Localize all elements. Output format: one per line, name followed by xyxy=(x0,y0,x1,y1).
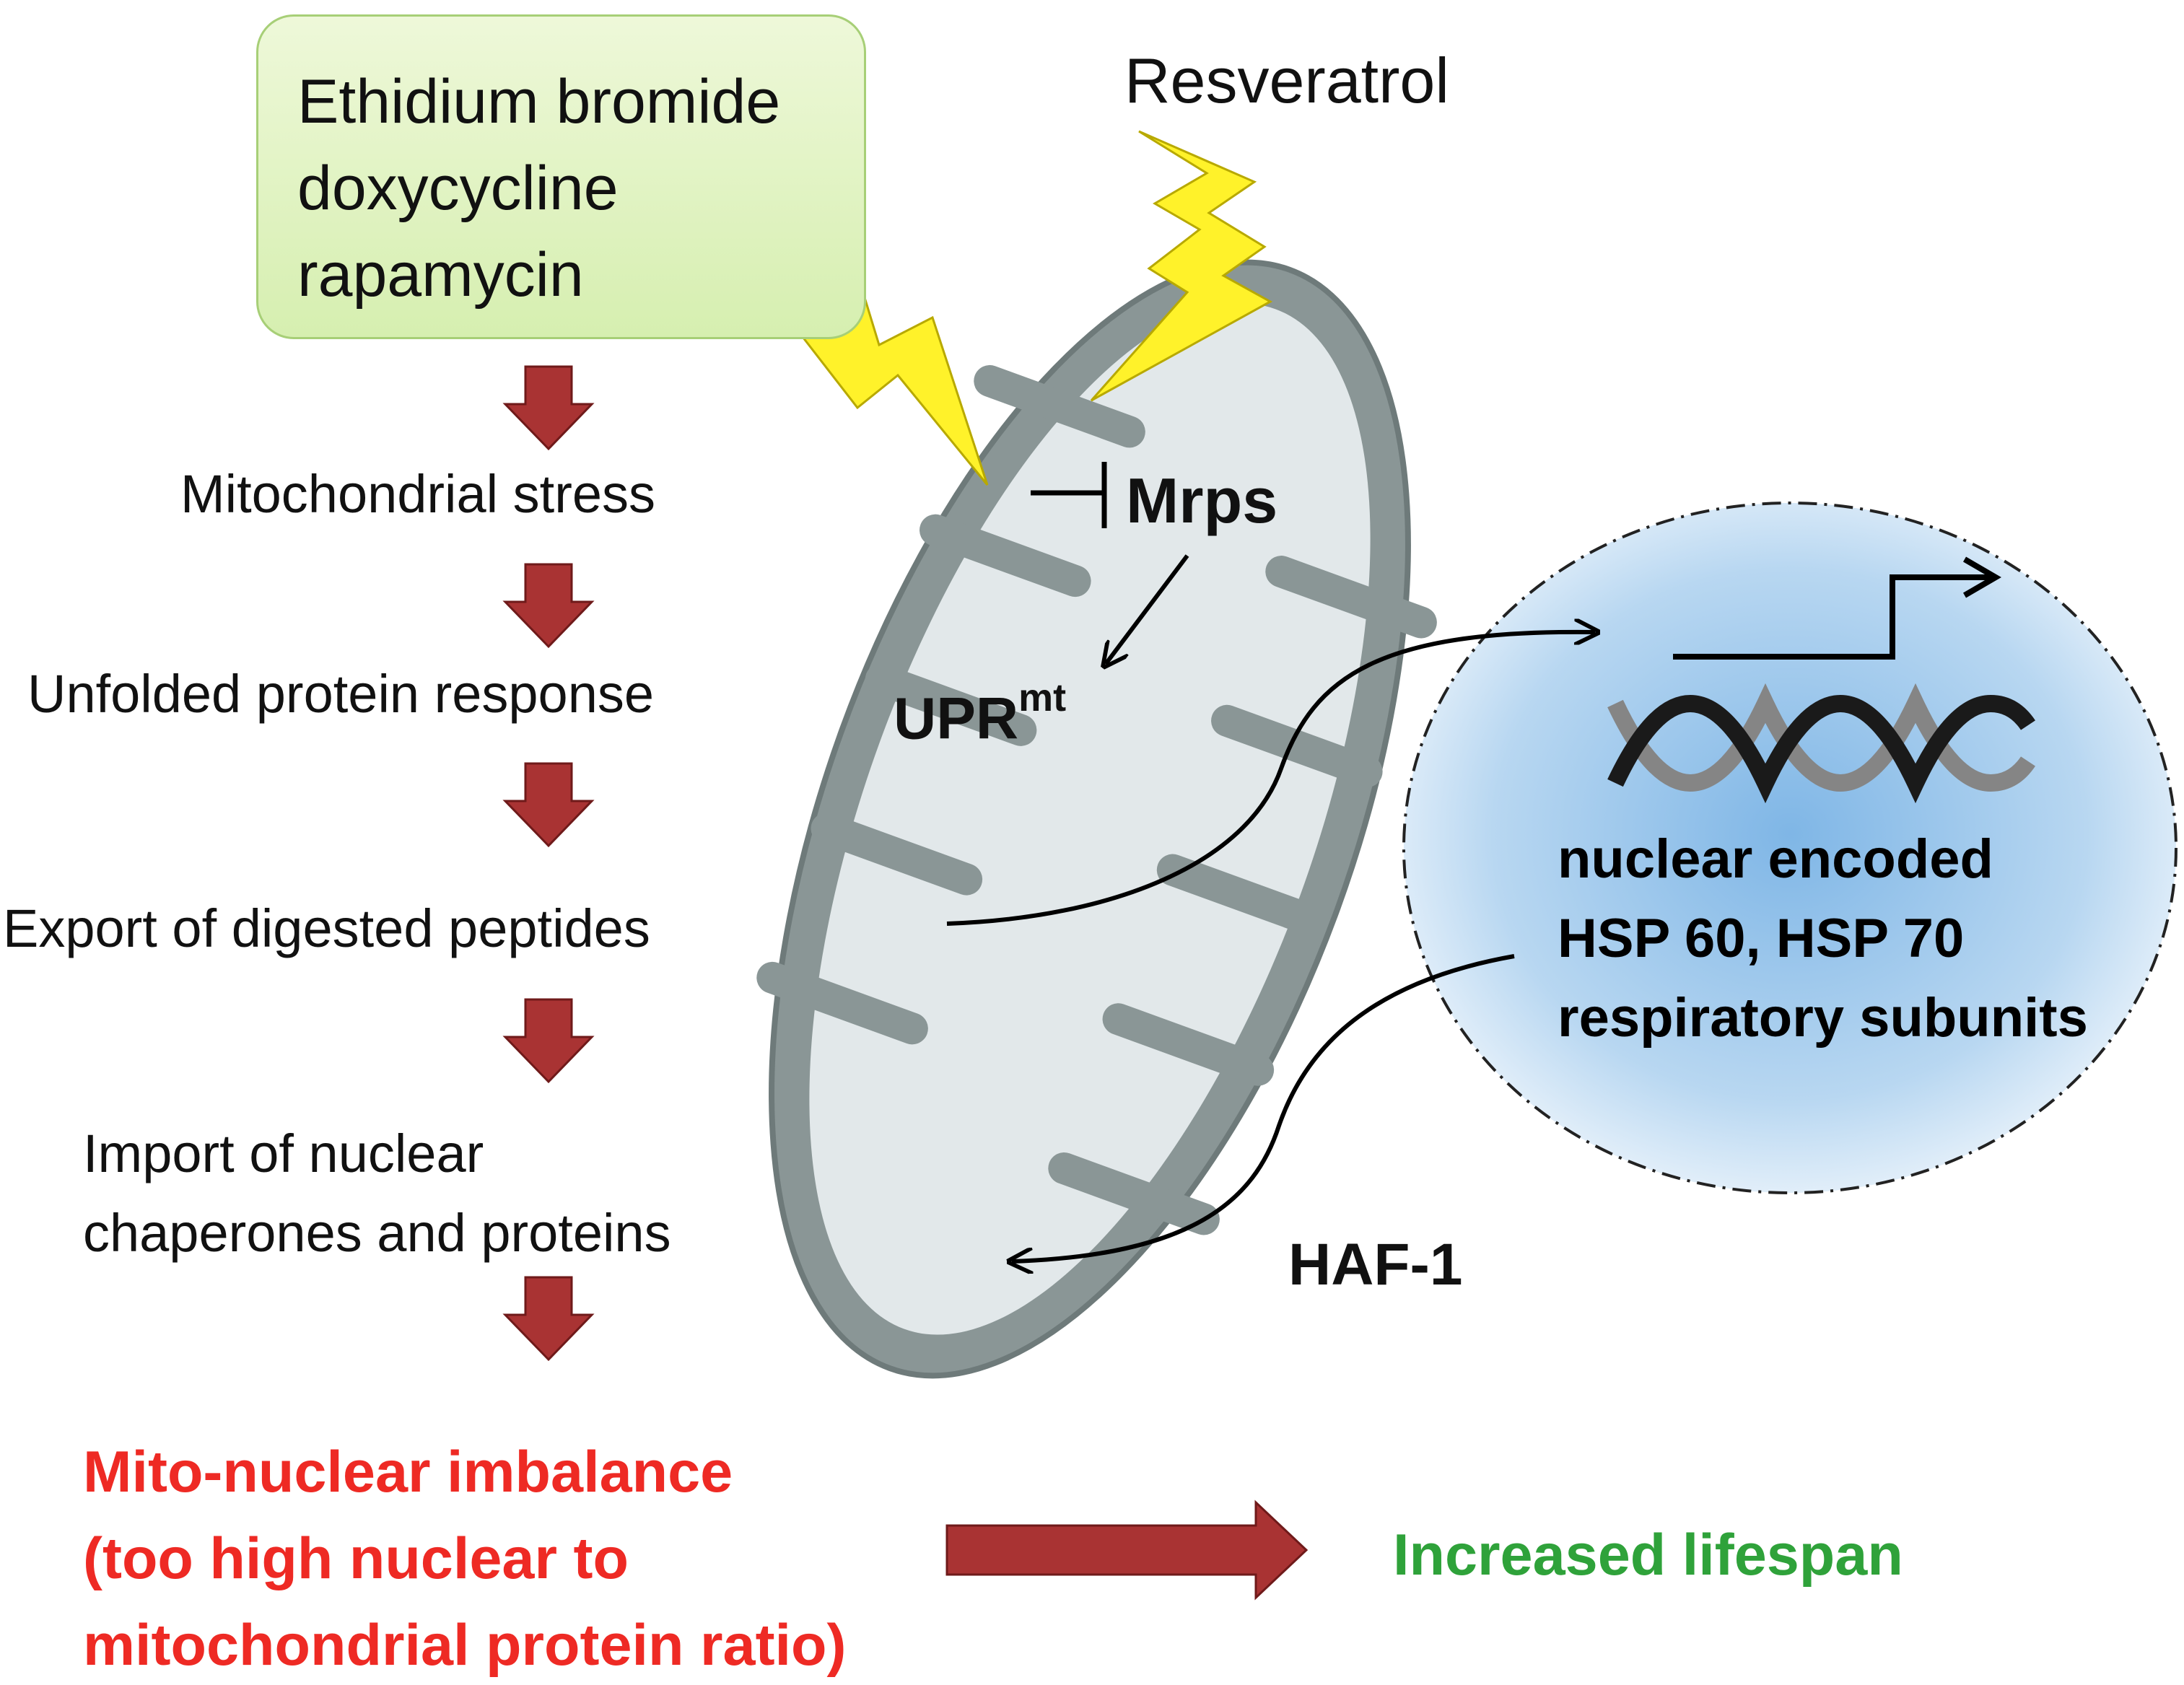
step-unfolded-protein-response: Unfolded protein response xyxy=(27,664,655,724)
down-arrow xyxy=(502,762,595,848)
drug-doxycycline: doxycycline xyxy=(297,154,619,223)
step-import-line1: Import of nuclear xyxy=(83,1124,484,1183)
nucleus-label-line1: nuclear encoded xyxy=(1558,828,1993,890)
drug-box xyxy=(256,14,866,339)
mrps-label: Mrps xyxy=(1126,465,1278,536)
down-arrow xyxy=(502,365,595,451)
increased-lifespan-label: Increased lifespan xyxy=(1393,1523,1903,1588)
step-import-line2: chaperones and proteins xyxy=(83,1203,671,1263)
outcome-line2: (too high nuclear to xyxy=(83,1526,629,1591)
resveratrol-label: Resveratrol xyxy=(1124,45,1449,116)
upr-mt-label: UPRmt xyxy=(894,676,1067,752)
outcome-line3: mitochondrial protein ratio) xyxy=(83,1613,847,1678)
nucleus xyxy=(1402,502,2178,1194)
dna-helix-icon xyxy=(1607,683,2035,804)
mrps-to-upr-arrow xyxy=(1106,554,1189,664)
outcome-line1: Mito-nuclear imbalance xyxy=(83,1440,733,1505)
mitochondrion xyxy=(756,259,1437,1379)
drug-ethidium-bromide: Ethidium bromide xyxy=(297,67,781,136)
step-export-digested-peptides: Export of digested peptides xyxy=(3,898,650,958)
transcription-arrowhead xyxy=(1962,556,2001,598)
down-arrow xyxy=(502,563,595,649)
step-mitochondrial-stress: Mitochondrial stress xyxy=(180,464,656,524)
import-arrow xyxy=(1012,954,1515,1261)
haf1-label: HAF-1 xyxy=(1288,1232,1463,1297)
nucleus-label-line3: respiratory subunits xyxy=(1558,987,2088,1049)
export-arrow xyxy=(946,632,1595,926)
drug-rapamycin: rapamycin xyxy=(297,240,584,310)
inhibition-symbol xyxy=(1031,462,1107,528)
right-arrow xyxy=(945,1500,1309,1601)
transcription-arrow xyxy=(1673,574,1992,660)
lightning-bolt-icon xyxy=(1090,130,1273,402)
down-arrow xyxy=(502,998,595,1084)
down-arrow xyxy=(502,1276,595,1362)
nucleus-label-line2: HSP 60, HSP 70 xyxy=(1558,908,1965,969)
